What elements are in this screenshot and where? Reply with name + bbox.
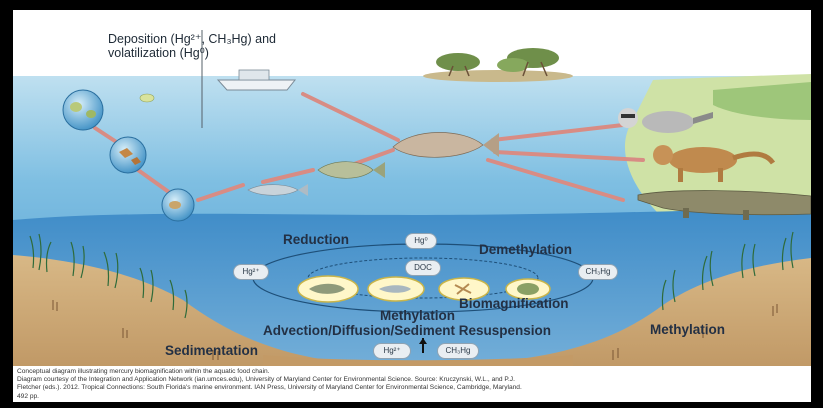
caption-line-2: Diagram courtesy of the Integration and … bbox=[17, 376, 807, 384]
ch3hg-right-pill: CH₃Hg bbox=[578, 264, 618, 280]
sedimentation-label: Sedimentation bbox=[165, 343, 258, 358]
advection-label: Advection/Diffusion/Sediment Resuspensio… bbox=[263, 323, 551, 338]
demethylation-label: Demethylation bbox=[479, 242, 572, 257]
caption-line-1: Conceptual diagram illustrating mercury … bbox=[17, 368, 807, 376]
hg2-bottom-pill: Hg²⁺ bbox=[373, 343, 411, 359]
doc-pill: DOC bbox=[405, 260, 441, 276]
deposition-label: Deposition (Hg²⁺, CH₃Hg) and volatilizat… bbox=[108, 32, 276, 60]
diagram-panel: Deposition (Hg²⁺, CH₃Hg) and volatilizat… bbox=[13, 10, 811, 402]
scene-artwork bbox=[13, 10, 811, 402]
ch3hg-bottom-pill: CH₃Hg bbox=[437, 343, 479, 359]
reduction-label: Reduction bbox=[283, 232, 349, 247]
methylation-center-label: Methylation bbox=[380, 308, 455, 323]
hg0-pill: Hg⁰ bbox=[405, 233, 437, 249]
hg2-left-pill: Hg²⁺ bbox=[233, 264, 269, 280]
methylation-right-label: Methylation bbox=[650, 322, 725, 337]
caption-line-3: Fletcher (eds.). 2012. Tropical Connecti… bbox=[17, 384, 807, 392]
caption-line-4: 492 pp. bbox=[17, 393, 807, 401]
figure-caption: Conceptual diagram illustrating mercury … bbox=[17, 368, 807, 401]
biomagnification-label: Biomagnification bbox=[459, 296, 569, 311]
